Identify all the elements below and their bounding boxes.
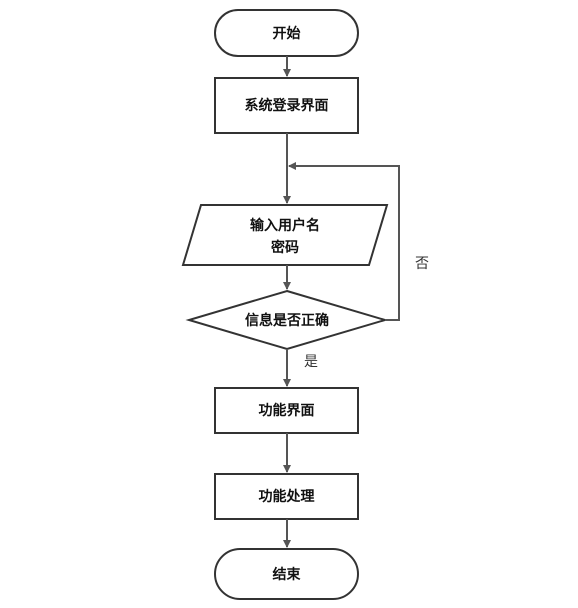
function-process-label: 功能处理 [259, 488, 315, 505]
start-node: 开始 [214, 9, 359, 57]
input-label-line2: 密码 [270, 239, 299, 256]
input-node: 输入用户名 密码 [181, 204, 389, 266]
arrow-decision-no-loop [288, 162, 400, 321]
function-ui-label: 功能界面 [259, 402, 315, 419]
function-ui-node: 功能界面 [214, 387, 359, 434]
yes-branch-label: 是 [304, 354, 318, 370]
login-node: 系统登录界面 [214, 77, 359, 134]
login-label: 系统登录界面 [245, 97, 329, 114]
no-branch-label: 否 [415, 256, 429, 272]
start-label: 开始 [273, 25, 301, 42]
decision-node: 信息是否正确 [185, 289, 389, 351]
input-label-line1: 输入用户名 [250, 217, 320, 234]
end-node: 结束 [214, 548, 359, 600]
decision-label: 信息是否正确 [245, 312, 329, 329]
function-process-node: 功能处理 [214, 473, 359, 520]
end-label: 结束 [273, 566, 302, 583]
